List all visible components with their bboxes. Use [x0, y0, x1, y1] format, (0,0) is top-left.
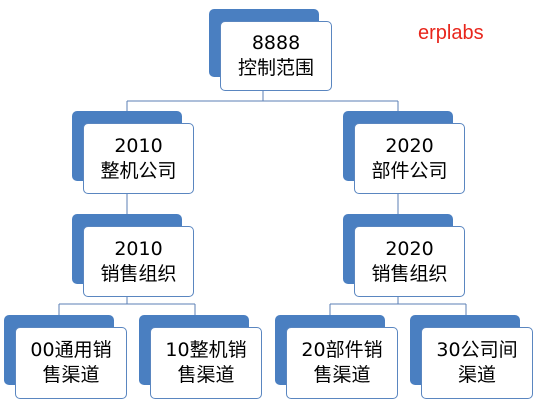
- node-text-line: 20部件销: [301, 339, 383, 361]
- node-box: 30公司间渠道: [421, 327, 533, 399]
- node-box: 10整机销售渠道: [150, 327, 262, 399]
- node-box: 8888 控制范围: [220, 21, 332, 91]
- node-code: 2020: [385, 237, 434, 260]
- node-box: 20部件销售渠道: [286, 327, 398, 399]
- node-label: 销售组织: [371, 262, 448, 285]
- node-code: 2010: [114, 134, 163, 157]
- node-channel-10: 10整机销售渠道: [139, 315, 262, 399]
- node-label: 整机公司: [100, 159, 177, 182]
- node-root: 8888 控制范围: [209, 9, 333, 91]
- node-code: 8888: [251, 32, 301, 54]
- node-text-line: 10整机销: [165, 339, 247, 361]
- node-code: 2020: [385, 134, 434, 157]
- brand-watermark: erplabs: [418, 22, 484, 44]
- node-text-line: 00通用销: [30, 339, 112, 361]
- node-text-line: 售渠道: [313, 364, 371, 386]
- node-channel-20: 20部件销售渠道: [275, 315, 398, 399]
- node-label: 控制范围: [237, 57, 314, 79]
- node-channel-00: 00通用销售渠道: [4, 315, 127, 399]
- node-label: 部件公司: [371, 159, 448, 182]
- node-text-line: 售渠道: [42, 364, 100, 386]
- node-box: 00通用销售渠道: [15, 327, 127, 399]
- node-text-line: 售渠道: [177, 364, 235, 386]
- node-label: 销售组织: [100, 262, 177, 285]
- node-code: 2010: [114, 237, 163, 260]
- node-channel-30: 30公司间渠道: [410, 315, 533, 399]
- node-text-line: 渠道: [457, 364, 496, 386]
- node-text-line: 30公司间: [436, 339, 518, 361]
